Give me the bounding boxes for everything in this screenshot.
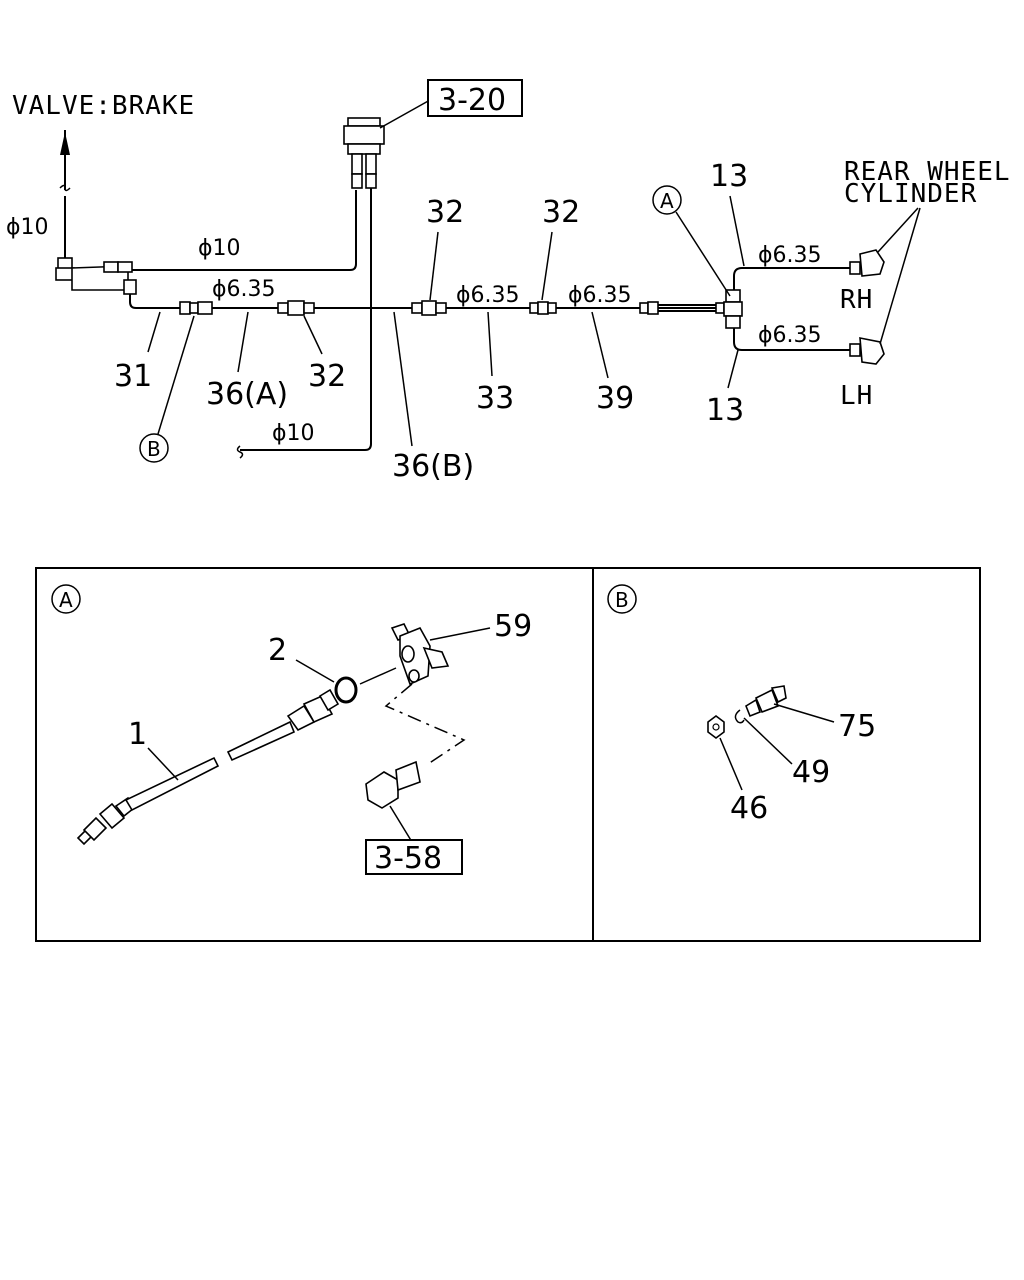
connector-3-20 (343, 117, 385, 189)
bolt-3-58 (365, 760, 421, 809)
callout-circle-b[interactable] (139, 433, 169, 463)
fitting-32-left (277, 300, 315, 316)
fitting-32-mid (411, 300, 447, 316)
diameter-635-lh: ϕ6.35 (758, 323, 822, 348)
part-46-label: 46 (730, 791, 768, 826)
ref-3-58-text: 3-58 (374, 841, 442, 876)
part-32c-label: 32 (542, 195, 580, 230)
part-13-top-label: 13 (710, 159, 748, 194)
part-49-label: 49 (792, 755, 830, 790)
callout-a-text: A (660, 189, 674, 213)
rear-wheel-label-2: CYLINDER (844, 179, 977, 209)
part-59-label: 59 (494, 609, 532, 644)
detail-frame (35, 567, 981, 942)
detail-b-badge-text: B (615, 588, 629, 612)
diameter-10-bottom: ϕ10 (272, 421, 315, 446)
washer-49 (734, 709, 745, 724)
ref-3-20-text: 3-20 (438, 83, 506, 118)
nut-46 (707, 715, 725, 739)
part-33-label: 33 (476, 381, 514, 416)
part-1-label: 1 (128, 717, 147, 752)
joint-59 (390, 623, 450, 686)
part-31-label: 31 (114, 359, 152, 394)
fitting-b (179, 301, 213, 315)
diameter-635-b: ϕ6.35 (456, 283, 520, 308)
valve-brake-label: VALVE:BRAKE (12, 91, 195, 121)
part-36b-label: 36(B) (392, 449, 474, 484)
main-piping-assembly: VALVE:BRAKE ϕ10 ϕ10 (6, 79, 1011, 484)
part-32b-label: 32 (426, 195, 464, 230)
part-75-label: 75 (838, 709, 876, 744)
fitting-32-right (529, 301, 557, 315)
diameter-635-rh: ϕ6.35 (758, 243, 822, 268)
detail-a-badge (51, 584, 81, 614)
wheel-cylinder-rh (849, 249, 885, 277)
detail-a-panel: A 1 2 59 (51, 584, 532, 876)
detail-b-panel: B 75 49 46 (607, 584, 876, 826)
ref-box-3-20[interactable] (427, 79, 523, 117)
part-2-label: 2 (268, 633, 287, 668)
callout-circle-a[interactable] (652, 185, 682, 215)
ref-box-3-58[interactable] (365, 839, 463, 875)
callout-b-text: B (147, 437, 161, 461)
tee-junction-13 (723, 289, 743, 329)
part-36a-label: 36(A) (206, 377, 288, 412)
rear-wheel-label-1: REAR WHEEL (844, 157, 1011, 187)
diameter-635-c: ϕ6.35 (568, 283, 632, 308)
diameter-635-a: ϕ6.35 (212, 277, 276, 302)
lh-label: LH (840, 381, 873, 411)
detail-a-badge-text: A (59, 588, 73, 612)
washer-2 (334, 676, 358, 704)
brake-hose-1 (76, 688, 340, 846)
brake-valve-body (55, 257, 137, 295)
part-13-bottom-label: 13 (706, 393, 744, 428)
detail-b-badge (607, 584, 637, 614)
part-39-label: 39 (596, 381, 634, 416)
fitting-39-end (639, 301, 725, 315)
rh-label: RH (840, 285, 873, 315)
valve-up-arrow (59, 130, 71, 258)
part-32a-label: 32 (308, 359, 346, 394)
union-75 (745, 685, 787, 718)
diameter-10-top: ϕ10 (198, 236, 241, 261)
wheel-cylinder-lh (849, 337, 885, 365)
diameter-10-left: ϕ10 (6, 215, 49, 240)
